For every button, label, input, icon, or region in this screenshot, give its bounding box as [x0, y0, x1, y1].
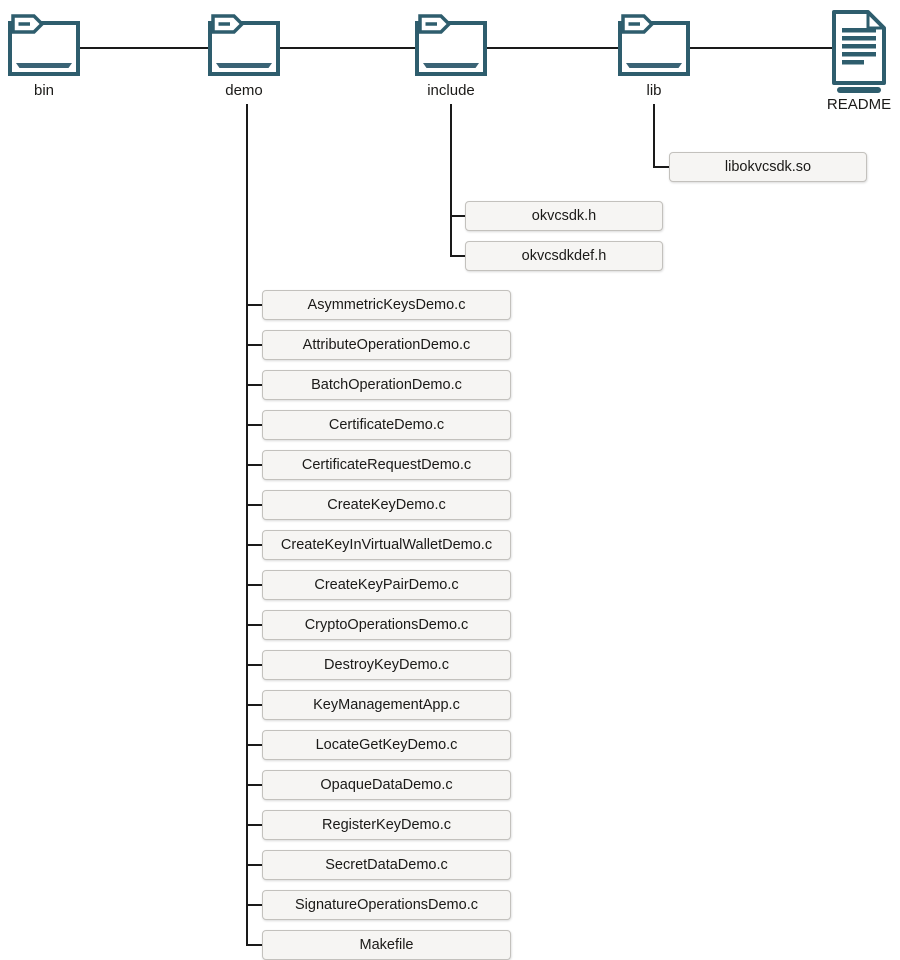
connector-line	[246, 104, 248, 946]
document-icon	[831, 9, 887, 95]
connector-line	[246, 464, 262, 466]
node-label-bin: bin	[33, 82, 55, 99]
node-label-include: include	[427, 82, 475, 99]
connector-line	[246, 664, 262, 666]
connector-line	[450, 104, 452, 257]
node-label-readme: README	[826, 96, 892, 113]
connector-line	[246, 304, 262, 306]
file-box-okvcsdkdef-h: okvcsdkdef.h	[465, 241, 663, 271]
file-box-attributeoperationdemo-c: AttributeOperationDemo.c	[262, 330, 511, 360]
folder-icon	[208, 14, 280, 76]
file-box-signatureoperationsdemo-c: SignatureOperationsDemo.c	[262, 890, 511, 920]
connector-line	[246, 624, 262, 626]
connector-line	[246, 584, 262, 586]
connector-line	[653, 166, 669, 168]
file-box-createkeydemo-c: CreateKeyDemo.c	[262, 490, 511, 520]
folder-icon	[618, 14, 690, 76]
connector-line	[653, 104, 655, 168]
file-box-createkeypairdemo-c: CreateKeyPairDemo.c	[262, 570, 511, 600]
connector-line	[246, 744, 262, 746]
connector-line	[246, 944, 262, 946]
connector-line	[246, 784, 262, 786]
file-box-okvcsdk-h: okvcsdk.h	[465, 201, 663, 231]
file-box-certificaterequestdemo-c: CertificateRequestDemo.c	[262, 450, 511, 480]
connector-line	[450, 255, 465, 257]
connector-line	[246, 424, 262, 426]
file-box-secretdatademo-c: SecretDataDemo.c	[262, 850, 511, 880]
connector-line	[246, 544, 262, 546]
file-box-registerkeydemo-c: RegisterKeyDemo.c	[262, 810, 511, 840]
file-box-opaquedatademo-c: OpaqueDataDemo.c	[262, 770, 511, 800]
node-label-lib: lib	[646, 82, 662, 99]
connector-line	[246, 864, 262, 866]
connector-line	[246, 824, 262, 826]
folder-icon	[8, 14, 80, 76]
connector-line	[246, 904, 262, 906]
node-label-demo: demo	[225, 82, 263, 99]
connector-line	[246, 344, 262, 346]
file-box-locategetkeydemo-c: LocateGetKeyDemo.c	[262, 730, 511, 760]
file-box-createkeyinvirtualwalletdemo-c: CreateKeyInVirtualWalletDemo.c	[262, 530, 511, 560]
connector-line	[246, 704, 262, 706]
file-box-destroykeydemo-c: DestroyKeyDemo.c	[262, 650, 511, 680]
file-box-certificatedemo-c: CertificateDemo.c	[262, 410, 511, 440]
connector-line	[246, 384, 262, 386]
file-box-cryptooperationsdemo-c: CryptoOperationsDemo.c	[262, 610, 511, 640]
folder-icon	[415, 14, 487, 76]
file-box-keymanagementapp-c: KeyManagementApp.c	[262, 690, 511, 720]
connector-line	[246, 504, 262, 506]
file-box-asymmetrickeysdemo-c: AsymmetricKeysDemo.c	[262, 290, 511, 320]
file-box-libokvcsdk-so: libokvcsdk.so	[669, 152, 867, 182]
file-box-makefile: Makefile	[262, 930, 511, 960]
file-box-batchoperationdemo-c: BatchOperationDemo.c	[262, 370, 511, 400]
connector-line	[450, 215, 465, 217]
